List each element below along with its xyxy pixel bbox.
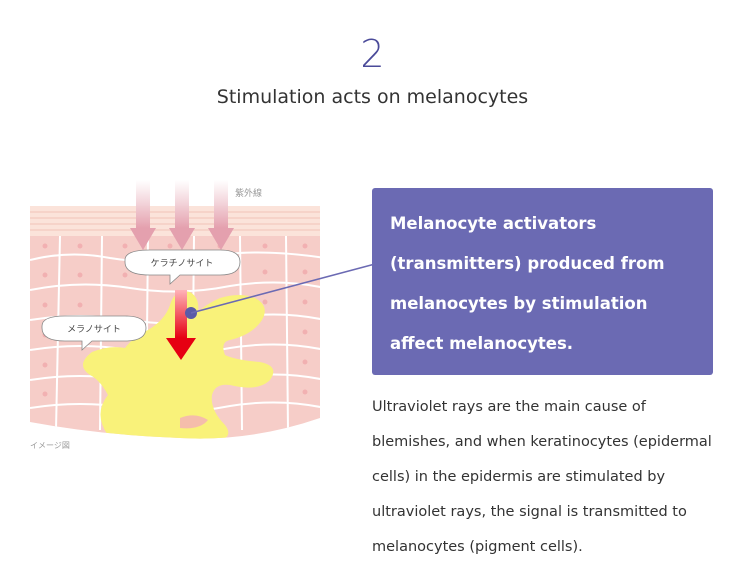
callout-text: Melanocyte activators (transmitters) pro… bbox=[390, 214, 665, 353]
skin-illustration: 紫外線 ケラチノサイト メラノサイト イメージ図 bbox=[30, 180, 325, 455]
keratinocyte-label: ケラチノサイト bbox=[151, 258, 214, 269]
step-number: 2 bbox=[360, 32, 385, 76]
step-title: Stimulation acts on melanocytes bbox=[216, 86, 529, 108]
melanocyte-label: メラノサイト bbox=[67, 324, 121, 335]
callout-box: Melanocyte activators (transmitters) pro… bbox=[372, 188, 713, 375]
body-text: Ultraviolet rays are the main cause of b… bbox=[372, 399, 712, 555]
signal-arrow bbox=[166, 290, 196, 360]
melanocyte-bubble: メラノサイト bbox=[41, 315, 147, 351]
pointer-dot bbox=[185, 307, 197, 319]
illustration-caption: イメージ図 bbox=[30, 441, 70, 450]
uv-arrows bbox=[130, 180, 234, 250]
uv-label: 紫外線 bbox=[235, 187, 262, 199]
melanocyte-shape bbox=[83, 291, 274, 439]
